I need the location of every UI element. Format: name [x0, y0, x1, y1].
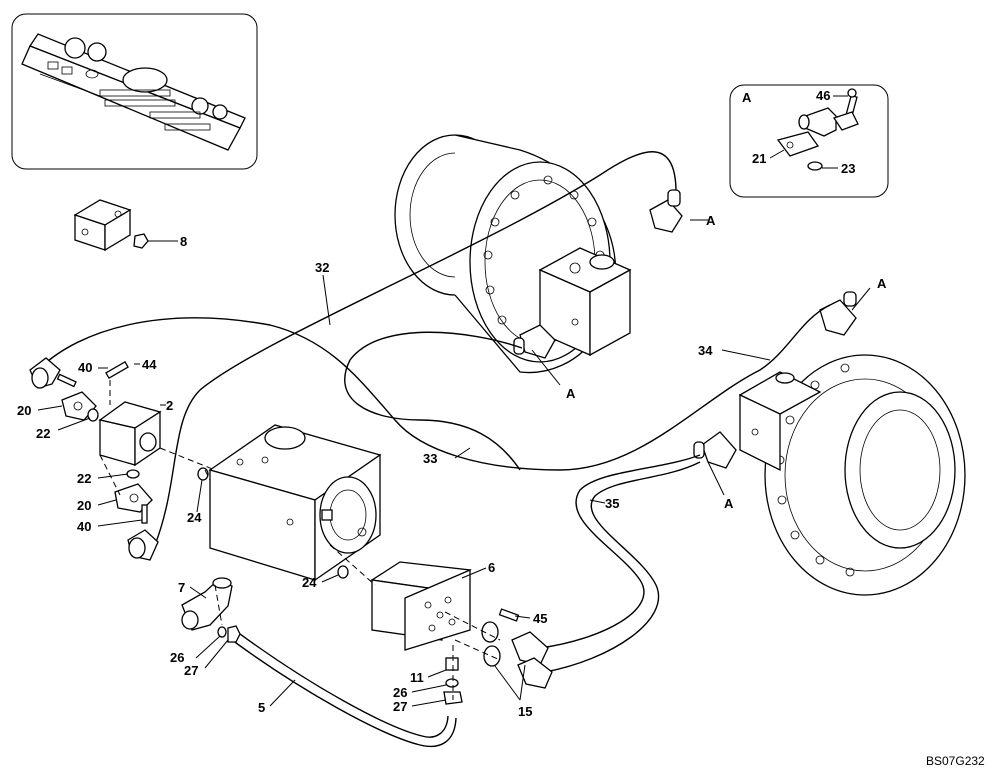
callout-a-lower: A	[724, 496, 734, 511]
detail-label-23: 23	[841, 161, 855, 176]
callout-15: 15	[518, 704, 532, 719]
callout-27-right: 27	[393, 699, 407, 714]
callout-22-lower: 22	[77, 471, 91, 486]
callout-a-center: A	[566, 386, 576, 401]
alignment-lines	[99, 380, 501, 700]
travel-motor-right	[693, 291, 966, 596]
callout-20-lower: 20	[77, 498, 91, 513]
leader-lines	[37, 219, 871, 707]
detail-a-letter: A	[742, 90, 752, 105]
callout-35: 35	[605, 496, 619, 511]
callout-24-right: 24	[302, 575, 317, 590]
hoses	[39, 151, 831, 747]
callout-27-left: 27	[184, 663, 198, 678]
callout-45: 45	[533, 611, 547, 626]
callout-44: 44	[142, 357, 157, 372]
travel-motor-upper	[394, 134, 683, 374]
drawing-code: BS07G232	[926, 754, 985, 768]
callout-32: 32	[315, 260, 329, 275]
callout-40-lower: 40	[77, 519, 91, 534]
callout-a-upper-right: A	[706, 213, 716, 228]
valve-block-6	[370, 561, 472, 651]
callout-20-upper: 20	[17, 403, 31, 418]
callout-11: 11	[410, 670, 424, 685]
control-manifold	[208, 424, 382, 582]
callout-a-right: A	[877, 276, 887, 291]
callout-labels: 8 32 33 34 35 40 44 20 2 22 22 20 40 24 …	[17, 213, 887, 719]
detail-a-inset: A 46 21 23	[729, 84, 889, 198]
detail-label-46: 46	[816, 88, 830, 103]
callout-26-right: 26	[393, 685, 407, 700]
callout-5: 5	[258, 700, 265, 715]
callout-2: 2	[166, 398, 173, 413]
callout-22-upper: 22	[36, 426, 50, 441]
callout-7: 7	[178, 580, 185, 595]
detail-label-21: 21	[752, 151, 766, 166]
callout-6: 6	[488, 560, 495, 575]
callout-33: 33	[423, 451, 437, 466]
instrument-panel-inset	[11, 13, 258, 170]
callout-34: 34	[698, 343, 713, 358]
callout-24-left: 24	[187, 510, 202, 525]
callout-40-upper: 40	[78, 360, 92, 375]
callout-8: 8	[180, 234, 187, 249]
callout-26-left: 26	[170, 650, 184, 665]
small-parts	[29, 199, 553, 705]
